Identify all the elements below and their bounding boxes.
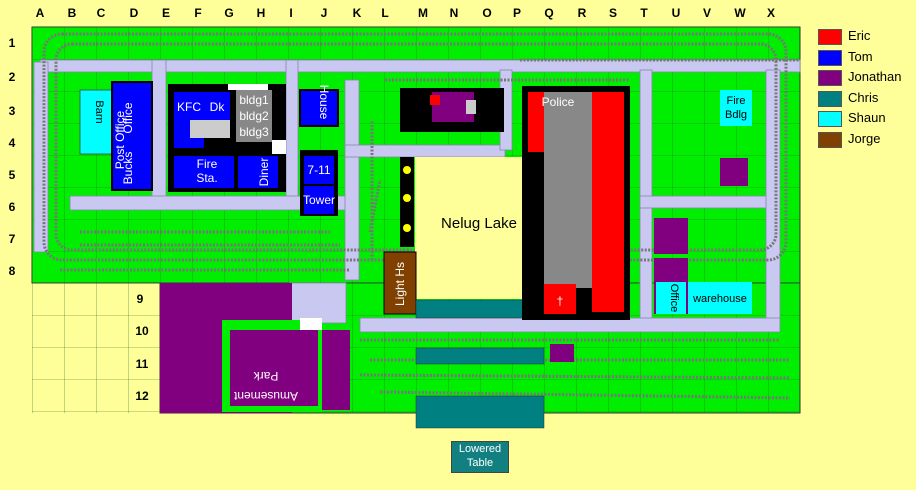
legend-item-eric: Eric <box>816 28 916 49</box>
fire-bdlg-label-2: Bdlg <box>725 109 747 121</box>
column-label: L <box>381 6 389 20</box>
column-label: S <box>608 6 617 20</box>
bldg3-label: bldg3 <box>239 125 269 139</box>
owner-legend: Eric Tom Jonathan Chris Shaun Jorge <box>816 28 916 151</box>
column-label: N <box>449 6 459 20</box>
amusement-park: Park Amusement <box>160 283 350 413</box>
gazebo <box>720 158 748 186</box>
barn-label: Barn <box>93 100 105 123</box>
legend-label: Shaun <box>848 110 886 125</box>
legend-label: Chris <box>848 89 879 105</box>
station-building <box>400 88 504 132</box>
column-label: E <box>161 6 170 20</box>
legend-label: Tom <box>848 48 873 64</box>
column-label: V <box>702 6 711 20</box>
row-label: 6 <box>8 200 16 214</box>
roads <box>33 59 801 333</box>
legend-item-shaun: Shaun <box>816 110 916 131</box>
police-block: Police † <box>522 86 630 320</box>
column-label: P <box>512 6 521 20</box>
barn: Barn <box>79 89 113 155</box>
column-label: C <box>96 6 106 20</box>
legend-label: Jorge <box>848 130 881 146</box>
row-label: 2 <box>8 70 16 84</box>
bldg2-label: bldg2 <box>239 109 269 123</box>
column-label: B <box>67 6 77 20</box>
tower-label: Tower <box>303 193 335 207</box>
column-label: H <box>256 6 266 20</box>
chris-swatch <box>818 90 842 107</box>
column-label: O <box>482 6 492 20</box>
amusement-park-label-1: Park <box>253 369 279 383</box>
church-cross: † <box>557 294 564 308</box>
light-house: Light Hs <box>383 251 417 315</box>
legend-item-jorge: Jorge <box>816 131 916 152</box>
row-label: 5 <box>8 168 16 182</box>
legend-label: Eric <box>848 28 871 43</box>
column-label: M <box>418 6 428 20</box>
column-label: I <box>289 6 293 20</box>
eric-swatch <box>818 29 842 45</box>
post-office-block: Post Office Bucks Office <box>111 81 153 191</box>
lowered-table-label-2: Table <box>466 457 494 469</box>
seven-eleven-label: 7-11 <box>307 163 330 177</box>
column-label: U <box>671 6 681 20</box>
row-label: 8 <box>8 264 16 278</box>
tom-swatch <box>818 49 842 66</box>
row-label: 4 <box>8 136 16 150</box>
warehouse-label: warehouse <box>692 293 747 305</box>
office-warehouse: Office warehouse <box>654 218 752 314</box>
column-label: D <box>129 6 139 20</box>
kfc-label: KFC <box>177 100 201 114</box>
seven-eleven-tower: 7-11 Tower <box>300 150 338 216</box>
bucks-office-label: Office <box>121 102 135 133</box>
column-label: A <box>35 6 45 20</box>
light-house-label: Light Hs <box>393 262 407 306</box>
column-label: F <box>194 6 202 20</box>
railroad-tracks <box>42 32 800 400</box>
legend-item-tom: Tom <box>816 49 916 70</box>
bucks-label: Bucks <box>121 152 135 185</box>
column-label: Q <box>544 6 554 20</box>
row-label: 3 <box>8 104 16 118</box>
fire-building: Fire Bdlg <box>720 90 752 126</box>
column-label: G <box>224 6 234 20</box>
row-label: 1 <box>8 36 16 50</box>
fire-station-label-1: Fire <box>197 157 218 171</box>
fire-bdlg-label-1: Fire <box>727 95 746 107</box>
column-label: T <box>640 6 648 20</box>
column-label: K <box>352 6 362 20</box>
column-label: X <box>766 6 775 20</box>
chris-area <box>415 299 545 429</box>
nelug-lake: Nelug Lake <box>400 157 543 299</box>
house: House <box>299 85 339 127</box>
column-label: J <box>320 6 328 20</box>
lowered-table-box: Lowered Table <box>451 441 509 473</box>
shaun-swatch <box>818 111 842 127</box>
jonathan-swatch <box>818 70 842 86</box>
column-label: W <box>734 6 746 20</box>
row-label: 7 <box>8 232 16 246</box>
dk-label: Dk <box>210 100 226 114</box>
jorge-swatch <box>818 131 842 148</box>
small-structure <box>550 344 574 362</box>
column-label: R <box>577 6 587 20</box>
diner-label: Diner <box>257 158 271 187</box>
fire-station-label-2: Sta. <box>196 171 217 185</box>
office-right-label: Office <box>668 284 680 313</box>
house-label: House <box>317 85 331 120</box>
amusement-park-label-2: Amusement <box>233 389 298 403</box>
legend-item-jonathan: Jonathan <box>816 69 916 90</box>
post-office-label: Post Office <box>113 110 127 169</box>
legend-label: Jonathan <box>848 69 902 84</box>
lowered-table-label-1: Lowered <box>458 443 502 455</box>
legend-item-chris: Chris <box>816 90 916 111</box>
bldg1-label: bldg1 <box>239 93 269 107</box>
kfc-block: KFC Dk bldg1 bldg2 bldg3 Fire Sta. Diner <box>168 84 286 192</box>
lake-label: Nelug Lake <box>441 215 517 232</box>
police-label: Police <box>542 95 575 109</box>
